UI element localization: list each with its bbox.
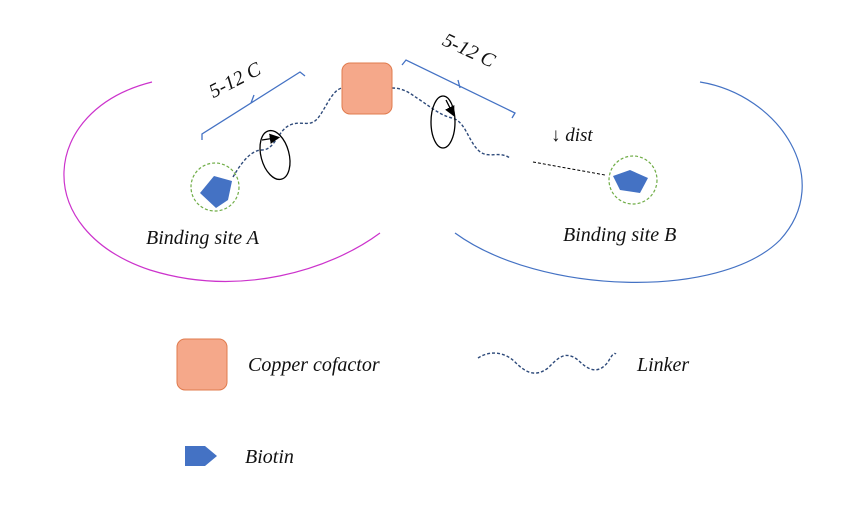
legend-copper-label: Copper cofactor xyxy=(248,354,380,376)
site-a-arc xyxy=(63,81,381,282)
legend-biotin-label: Biotin xyxy=(245,446,294,468)
binding-circle-b xyxy=(608,155,658,205)
right-bracket xyxy=(401,59,516,119)
biotin-pentagon-a xyxy=(200,176,232,208)
linker-left xyxy=(232,87,343,178)
legend-linker-icon xyxy=(477,352,617,374)
binding-site-b-label: Binding site B xyxy=(563,224,677,246)
binding-site-a-label: Binding site A xyxy=(146,227,259,249)
linker-right xyxy=(391,87,511,159)
biotin-pentagon-b xyxy=(613,170,648,193)
rotation-arrow-icon-left xyxy=(259,129,291,181)
rotation-arrow-icon-right xyxy=(430,95,456,149)
legend-linker-label: Linker xyxy=(637,354,690,376)
site-b-arc xyxy=(454,81,803,283)
legend-biotin-icon xyxy=(185,446,217,466)
legend-copper-icon xyxy=(176,338,228,391)
distance-label: ↓ dist xyxy=(551,125,593,146)
binding-circle-a xyxy=(190,162,240,212)
left-bracket xyxy=(201,71,306,140)
distance-line xyxy=(532,161,606,176)
copper-cofactor-square xyxy=(341,62,393,115)
